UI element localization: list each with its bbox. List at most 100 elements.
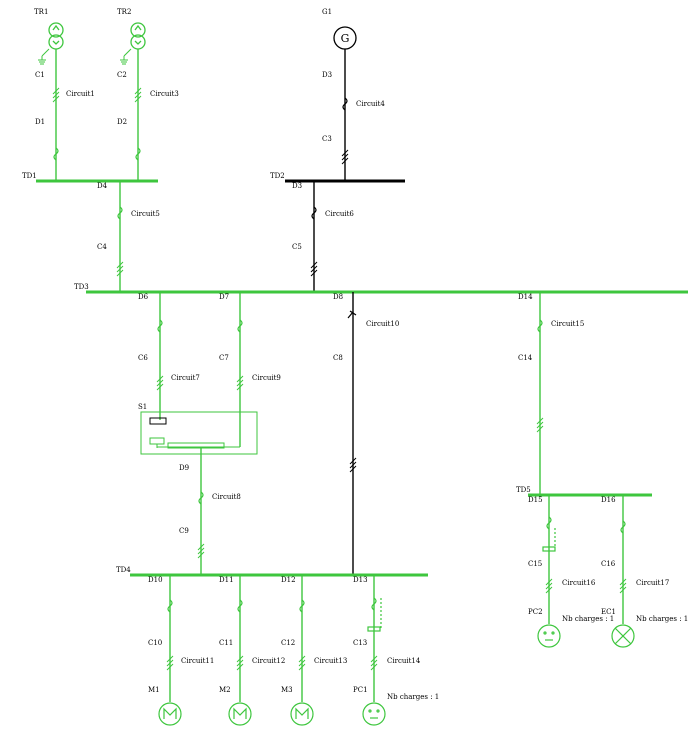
feeder-g1[interactable]: D3 Circuit4 C3 [322, 49, 385, 180]
feeder-d9[interactable]: D9 Circuit8 C9 [179, 447, 241, 575]
cable-icon [298, 655, 306, 671]
circuit17-label: Circuit17 [636, 579, 669, 587]
feeder-d16[interactable]: D16 C16 Circuit17 EC1 Nb charges : 1 [601, 495, 688, 648]
lamp-icon [611, 624, 635, 648]
cable-icon [197, 543, 205, 559]
c10-label: C10 [148, 639, 162, 647]
circuit8-label: Circuit8 [212, 493, 241, 501]
breaker-icon [198, 491, 204, 505]
tr2-label: TR2 [117, 8, 131, 16]
feeder-d10[interactable]: D10 C10 Circuit11 M1 [148, 575, 214, 726]
feeder-d15[interactable]: D15 C15 Circuit16 PC2 Nb charges : 1 [528, 495, 614, 648]
circuit15-label: Circuit15 [551, 320, 584, 328]
open-switch-icon [347, 310, 357, 319]
circuit4-label: Circuit4 [356, 100, 385, 108]
c7-label: C7 [219, 354, 229, 362]
feeder-d13[interactable]: D13 C13 Circuit14 PC1 Nb charges : 1 [353, 575, 439, 726]
busbar-td5[interactable]: TD5 [516, 486, 652, 497]
feeder-tr2[interactable]: C2 Circuit3 D2 [117, 49, 179, 180]
c11-label: C11 [219, 639, 233, 647]
cable-icon [370, 655, 378, 671]
circuit7-label: Circuit7 [171, 374, 200, 382]
switch-s1[interactable]: S1 [138, 403, 258, 455]
feeder-d14[interactable]: D14 Circuit15 C14 [518, 292, 584, 495]
d1-label: D1 [35, 118, 45, 126]
s1-label: S1 [138, 403, 147, 411]
feeder-d6[interactable]: D6 C6 Circuit7 [138, 292, 200, 420]
feeder-td2-td3[interactable]: D3 Circuit6 C5 [292, 181, 354, 292]
busbar-td4[interactable]: TD4 [116, 566, 428, 577]
d3-label: D3 [322, 71, 332, 79]
d13-label: D13 [353, 576, 368, 584]
circuit11-label: Circuit11 [181, 657, 214, 665]
transformer-tr1[interactable]: TR1 [34, 8, 64, 65]
pc1-charges: Nb charges : 1 [387, 693, 439, 701]
m2-label: M2 [219, 686, 231, 694]
motor-icon [228, 702, 252, 726]
circuit1-label: Circuit1 [66, 90, 95, 98]
breaker-icon [237, 319, 243, 333]
breaker-icon [537, 319, 543, 333]
m1-label: M1 [148, 686, 160, 694]
circuit5-label: Circuit5 [131, 210, 160, 218]
generator-symbol: G [341, 32, 350, 45]
ec1-label: EC1 [601, 608, 616, 616]
c2-label: C2 [117, 71, 127, 79]
transformer-tr2[interactable]: TR2 [117, 8, 146, 65]
d10-label: D10 [148, 576, 163, 584]
circuit12-label: Circuit12 [252, 657, 285, 665]
socket-icon [362, 702, 386, 726]
feeder-td1-td3[interactable]: D4 Circuit5 C4 [97, 181, 160, 292]
c8-label: C8 [333, 354, 343, 362]
circuit9-label: Circuit9 [252, 374, 281, 382]
m3-label: M3 [281, 686, 293, 694]
breaker-icon [53, 147, 59, 161]
breaker-icon [167, 599, 173, 613]
cable-icon [341, 149, 349, 165]
feeder-d8[interactable]: D8 Circuit10 C8 [333, 292, 399, 575]
busbar-td2[interactable]: TD2 [270, 172, 405, 183]
cable-icon [116, 261, 124, 277]
ground-icon [120, 48, 132, 65]
busbar-td1[interactable]: TD1 [22, 172, 158, 183]
d2-label: D2 [117, 118, 127, 126]
generator-icon: G [333, 26, 357, 50]
tr1-label: TR1 [34, 8, 48, 16]
td4-label: TD4 [116, 566, 131, 574]
cable-icon [236, 655, 244, 671]
busbar-td3[interactable]: TD3 [74, 283, 688, 294]
d4-label: D4 [97, 182, 108, 190]
c12-label: C12 [281, 639, 295, 647]
generator-g1[interactable]: G1 G [322, 8, 357, 50]
feeder-d11[interactable]: D11 C11 Circuit12 M2 [219, 575, 285, 726]
breaker-icon [620, 520, 626, 534]
rcd-breaker-icon [367, 597, 382, 632]
d3-label-td2: D3 [292, 182, 302, 190]
d6-label: D6 [138, 293, 149, 301]
breaker-icon [135, 147, 141, 161]
c6-label: C6 [138, 354, 148, 362]
cable-icon [236, 375, 244, 391]
d7-label: D7 [219, 293, 229, 301]
feeder-d12[interactable]: D12 C12 Circuit13 M3 [281, 575, 347, 726]
breaker-icon [342, 97, 348, 111]
motor-icon [290, 702, 314, 726]
ec1-charges: Nb charges : 1 [636, 615, 688, 623]
rcd-breaker-icon [542, 516, 556, 552]
circuit13-label: Circuit13 [314, 657, 347, 665]
transformer-icon [48, 22, 64, 50]
breaker-icon [237, 599, 243, 613]
cable-icon [310, 261, 318, 277]
feeder-tr1[interactable]: C1 Circuit1 D1 [35, 49, 95, 180]
cable-icon [156, 375, 164, 391]
feeder-d7[interactable]: D7 C7 Circuit9 [219, 292, 281, 447]
td3-label: TD3 [74, 283, 89, 291]
pc2-label: PC2 [528, 608, 543, 616]
cable-icon [52, 87, 60, 103]
d9-label: D9 [179, 464, 189, 472]
td1-label: TD1 [22, 172, 37, 180]
cable-icon [134, 87, 142, 103]
c15-label: C15 [528, 560, 542, 568]
c13-label: C13 [353, 639, 367, 647]
